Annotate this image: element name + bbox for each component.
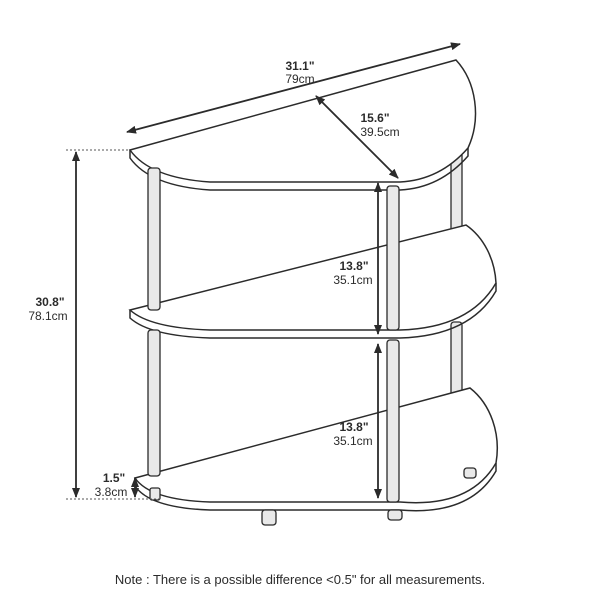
back-posts [450,151,463,398]
depth-arrow [315,95,399,179]
front-posts [147,167,400,503]
front-right-post-top [386,185,400,331]
depth-metric: 39.5cm [360,125,399,139]
dimension-lines [72,42,461,499]
depth-imperial: 15.6" [360,111,389,125]
foot-left [261,509,277,526]
foot-back [463,467,477,479]
extension-lines [66,149,160,500]
back-post-bottom [450,321,463,398]
feet [149,467,477,526]
front-left-post-bottom [147,329,161,477]
width-imperial: 31.1" [285,59,314,73]
foot-front-left [149,487,161,501]
lower-clearance-metric: 35.1cm [333,434,372,448]
middle-shelf [128,224,497,339]
foot-right [387,509,403,521]
measurement-note: Note : There is a possible difference <0… [114,572,486,587]
width-metric: 79cm [285,72,314,86]
total-height-metric: 78.1cm [28,309,67,323]
front-right-post-bottom [386,339,400,503]
upper-clearance-imperial: 13.8" [339,259,368,273]
lower-clearance-imperial: 13.8" [339,420,368,434]
front-left-post-top [147,167,161,311]
width-arrow [126,42,461,134]
total-height-imperial: 30.8" [35,295,64,309]
upper-clearance-metric: 35.1cm [333,273,372,287]
foot-height-imperial: 1.5" [103,471,125,485]
foot-height-metric: 3.8cm [95,485,128,499]
bottom-shelf [133,387,498,512]
